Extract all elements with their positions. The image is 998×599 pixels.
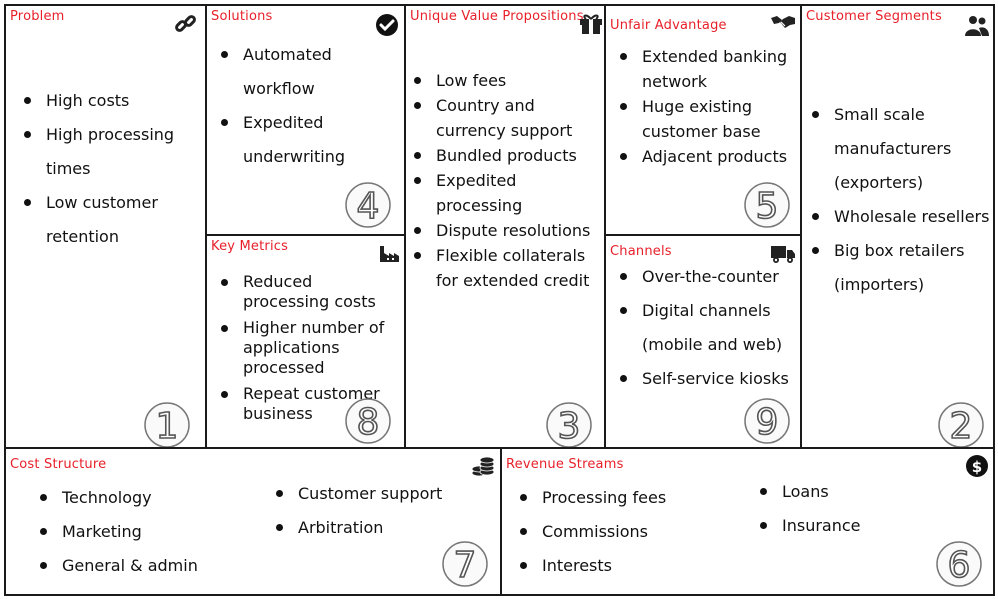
problem-item: High processing times [20, 118, 200, 186]
key-metric-item: Repeat customer business [217, 384, 401, 424]
unfair-advantage-item: Adjacent products [616, 144, 802, 169]
checkmark-circle-icon [374, 12, 400, 38]
uvp-item: Expedited processing [410, 168, 606, 218]
customer-segments-number: 2 [936, 400, 986, 450]
solutions-title: Solutions [211, 9, 273, 24]
customer-segments-list: Small scale manufacturers (exporters)Who… [808, 98, 994, 302]
svg-text:4: 4 [357, 186, 380, 227]
svg-text:5: 5 [756, 186, 779, 227]
cost-structure-title: Cost Structure [10, 457, 107, 472]
customer-segment-item: Big box retailers (importers) [808, 234, 994, 302]
unfair-advantage-title: Unfair Advantage [610, 18, 727, 33]
svg-text:2: 2 [950, 406, 973, 447]
cost-item: General & admin [36, 549, 236, 583]
revenue-item: Interests [516, 549, 716, 583]
customer-segments-title: Customer Segments [806, 9, 942, 24]
uvp-number: 3 [544, 400, 594, 450]
cost-item: Marketing [36, 515, 236, 549]
uvp-item: Low fees [410, 68, 606, 93]
revenue-item: Processing fees [516, 481, 716, 515]
svg-text:1: 1 [156, 406, 179, 447]
problem-item: High costs [20, 84, 200, 118]
problem-item: Low customer retention [20, 186, 200, 254]
customer-segment-item: Wholesale resellers [808, 200, 994, 234]
dollar-icon: $ [964, 453, 990, 479]
key-metric-item: Higher number of applications processed [217, 318, 401, 378]
svg-text:8: 8 [357, 402, 380, 443]
key-metrics-number: 8 [343, 396, 393, 446]
truck-icon [770, 240, 796, 266]
uvp-title: Unique Value Propositions [410, 9, 584, 24]
cost-item: Technology [36, 481, 236, 515]
problem-number: 1 [142, 400, 192, 450]
uvp-item: Country and currency support [410, 93, 606, 143]
unfair-advantage-block: Unfair Advantage Extended banking networ… [604, 4, 802, 236]
uvp-item: Flexible collaterals for extended credit [410, 243, 606, 293]
revenue-item: Commissions [516, 515, 716, 549]
revenue-item: Insurance [756, 509, 956, 543]
revenue-streams-number: 6 [934, 539, 984, 589]
channel-item: Over-the-counter [616, 260, 802, 294]
svg-text:$: $ [972, 458, 982, 476]
factory-icon [377, 240, 403, 266]
channel-item: Self-service kiosks [616, 362, 802, 396]
svg-text:6: 6 [948, 545, 971, 586]
uvp-item: Bundled products [410, 143, 606, 168]
uvp-item: Dispute resolutions [410, 218, 606, 243]
handshake-icon [770, 10, 796, 36]
solution-item: Automated workflow [217, 38, 367, 106]
coins-icon [470, 453, 496, 479]
cost-structure-number: 7 [440, 539, 490, 589]
solution-item: Expedited underwriting [217, 106, 367, 174]
channels-title: Channels [610, 244, 672, 259]
revenue-streams-title: Revenue Streams [506, 457, 624, 472]
unfair-advantage-item: Huge existing customer base [616, 94, 802, 144]
link-icon [173, 12, 199, 38]
cost-item: Arbitration [272, 511, 472, 545]
cost-item: Customer support [272, 477, 472, 511]
key-metrics-title: Key Metrics [211, 239, 289, 254]
svg-text:3: 3 [558, 406, 581, 447]
svg-text:7: 7 [454, 545, 477, 586]
customer-segment-item: Small scale manufacturers (exporters) [808, 98, 994, 200]
revenue-item: Loans [756, 475, 956, 509]
solutions-number: 4 [343, 180, 393, 230]
problem-title: Problem [10, 9, 65, 24]
gift-icon [578, 10, 604, 36]
key-metric-item: Reduced processing costs [217, 272, 401, 312]
channel-item: Digital channels (mobile and web) [616, 294, 802, 362]
users-icon [964, 12, 990, 38]
unfair-advantage-number: 5 [742, 180, 792, 230]
svg-text:9: 9 [756, 402, 779, 443]
customer-segments-block: Customer Segments Small scale manufactur… [800, 4, 995, 449]
channels-number: 9 [742, 396, 792, 446]
unfair-advantage-item: Extended banking network [616, 44, 802, 94]
